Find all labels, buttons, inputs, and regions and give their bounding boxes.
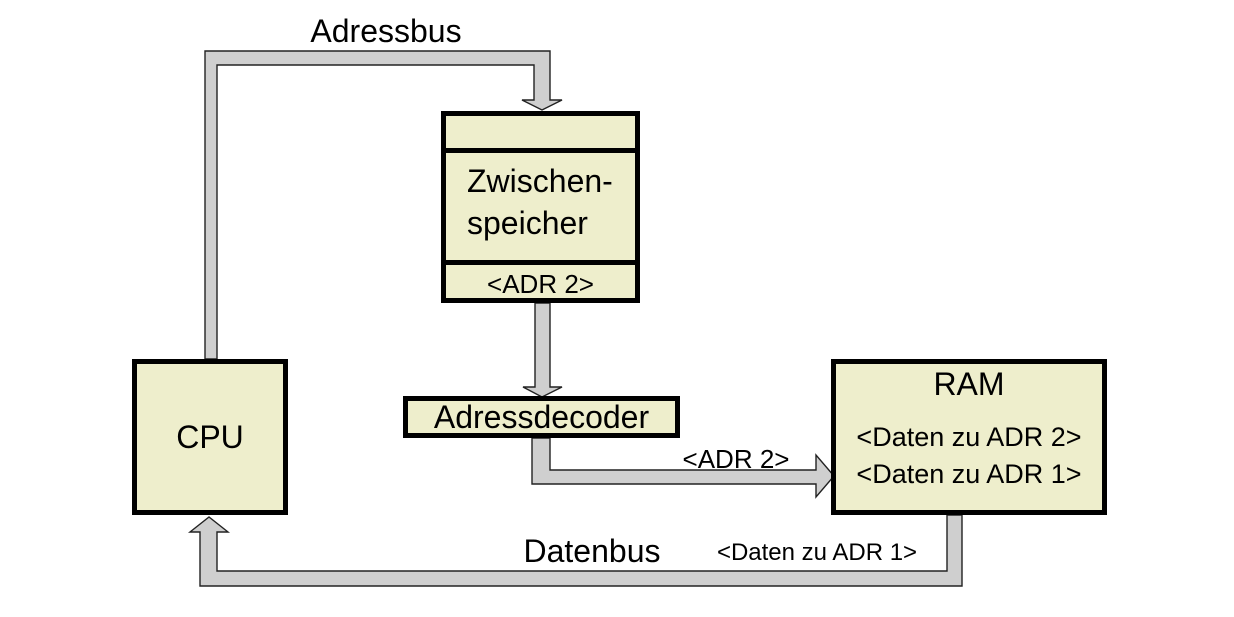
ram-entry-adr2: <Daten zu ADR 2>: [856, 422, 1082, 452]
address-bus-label: Adressbus: [310, 13, 462, 49]
decoder-to-ram-bus: [531, 437, 835, 499]
address-decoder-box: Adressdecoder: [403, 396, 680, 438]
address-decoder-label: Adressdecoder: [433, 398, 650, 435]
ram-label: RAM: [933, 366, 1005, 402]
data-bus: [187, 514, 963, 587]
ram-entry-adr1: <Daten zu ADR 1>: [856, 459, 1082, 489]
buffer-label-line2: speicher: [467, 205, 588, 241]
buffer-box: Zwischen- speicher <ADR 2>: [441, 111, 640, 303]
daten-zu-adr1-on-bus-label: <Daten zu ADR 1>: [716, 539, 918, 566]
address-bus: [204, 50, 563, 360]
ram-box: RAM <Daten zu ADR 2> <Daten zu ADR 1>: [831, 359, 1107, 515]
buffer-to-decoder-arrow: [522, 302, 563, 398]
buffer-slot-label: <ADR 2>: [487, 269, 594, 299]
buffer-label: Zwischen- speicher: [467, 160, 613, 244]
buffer-divider-top: [446, 148, 635, 153]
cpu-label: CPU: [176, 418, 244, 455]
cpu-box: CPU: [132, 359, 288, 515]
data-bus-label: Datenbus: [523, 533, 661, 569]
buffer-label-line1: Zwischen-: [467, 163, 613, 199]
adr2-on-bus-label: <ADR 2>: [682, 444, 790, 474]
buffer-divider-bottom: [446, 260, 635, 265]
